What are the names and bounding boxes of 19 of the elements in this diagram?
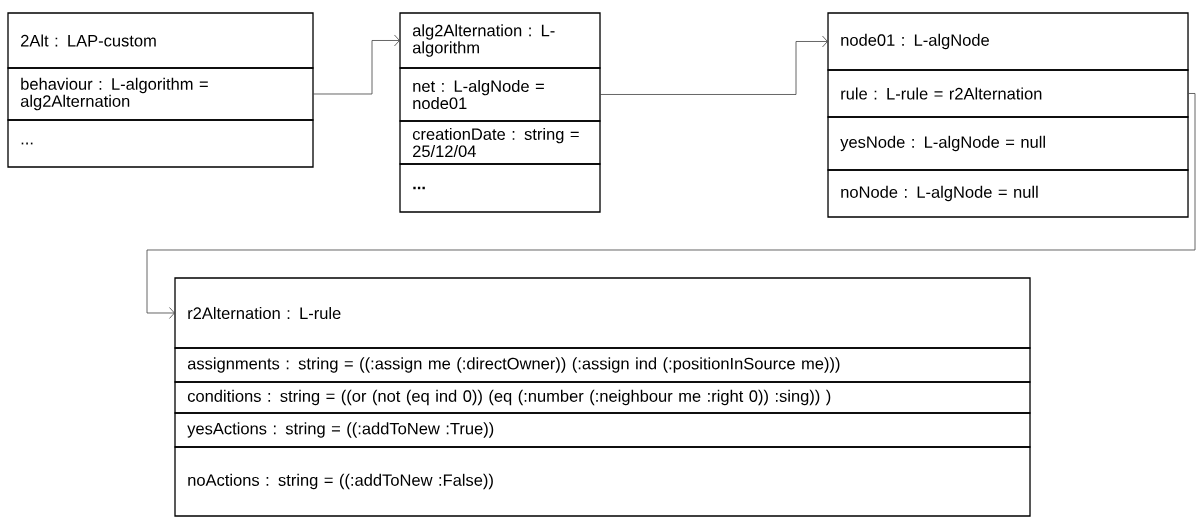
connector-arrow xyxy=(146,93,1196,319)
object-header: r2Alternation : L-rule xyxy=(174,277,1031,349)
attribute-row: creationDate : string = 25/12/04 xyxy=(399,120,601,165)
attribute-row: conditions : string = ((or (not (eq ind 0)) (eq (:number (:neighbour me :right 0)) :sing)) ) xyxy=(174,381,1031,414)
connector-arrow xyxy=(313,34,400,95)
attribute-row: yesNode : L-algNode = null xyxy=(827,116,1189,171)
attribute-row: net : L-algNode = node01 xyxy=(399,67,601,122)
object-header: 2Alt : LAP-custom xyxy=(7,12,314,69)
attribute-row: assignments : string = ((:assign me (:directOwner)) (:assign ind (:positionInSource me))) xyxy=(174,347,1031,383)
object-header: node01 : L-algNode xyxy=(827,12,1189,71)
attribute-row: ... xyxy=(7,119,314,168)
attribute-row: ... xyxy=(399,163,601,213)
connector-arrow xyxy=(600,35,828,95)
attribute-row: rule : L-rule = r2Alternation xyxy=(827,69,1189,118)
attribute-row: behaviour : L-algorithm = alg2Alternation xyxy=(7,67,314,121)
attribute-row: yesActions : string = ((:addToNew :True)) xyxy=(174,412,1031,448)
attribute-row: noActions : string = ((:addToNew :False)) xyxy=(174,446,1031,517)
attribute-row: noNode : L-algNode = null xyxy=(827,169,1189,218)
object-header: alg2Alternation : L-algorithm xyxy=(399,12,601,69)
